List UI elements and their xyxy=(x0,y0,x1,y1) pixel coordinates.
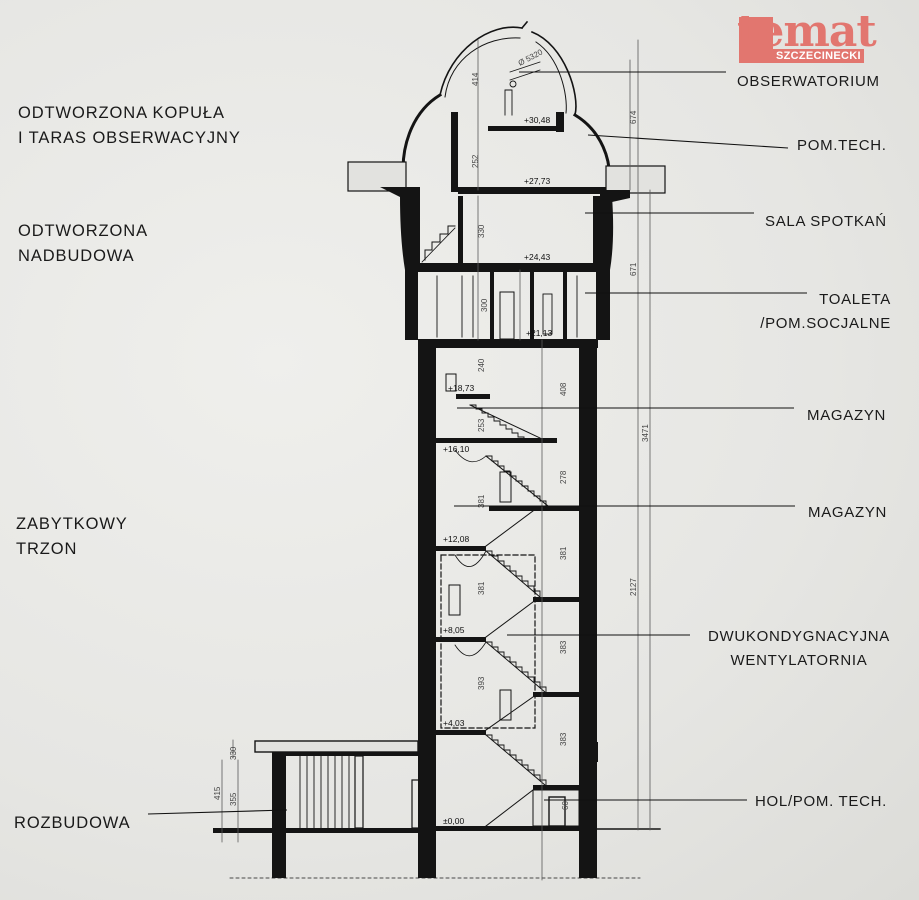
svg-text:393: 393 xyxy=(477,676,486,690)
temat-logo: temat SZCZECINECKI xyxy=(737,7,897,67)
elevation-marks: +30,48 +27,73 +24,43 +21,13 +18,73 +16,1… xyxy=(443,115,553,826)
logo-subtitle: SZCZECINECKI xyxy=(773,49,864,63)
elevation-000: ±0,00 xyxy=(443,816,464,826)
svg-text:674: 674 xyxy=(629,110,638,124)
svg-text:252: 252 xyxy=(471,154,480,168)
svg-text:278: 278 xyxy=(559,470,568,484)
elevation-1873: +18,73 xyxy=(448,383,475,393)
observation-terrace xyxy=(347,161,666,202)
dome xyxy=(401,20,611,192)
svg-text:Ø 5320: Ø 5320 xyxy=(517,47,545,68)
svg-text:3471: 3471 xyxy=(641,424,650,442)
label-shaft: ZABYTKOWY TRZON xyxy=(16,515,128,558)
label-observatory: OBSERWATORIUM xyxy=(737,73,880,90)
elevation-2773: +27,73 xyxy=(524,176,551,186)
svg-text:253: 253 xyxy=(477,418,486,432)
label-dome: ODTWORZONA KOPUŁA I TARAS OBSERWACYJNY xyxy=(18,104,241,147)
elevation-805: +8,05 xyxy=(443,625,465,635)
elevation-403: +4,03 xyxy=(443,718,465,728)
svg-text:408: 408 xyxy=(559,382,568,396)
svg-text:2127: 2127 xyxy=(629,578,638,596)
dimension-lines xyxy=(221,39,651,881)
svg-text:415: 415 xyxy=(213,786,222,800)
label-meeting-hall: SALA SPOTKAŃ xyxy=(765,213,887,230)
elevation-2443: +24,43 xyxy=(524,252,551,262)
svg-text:355: 355 xyxy=(229,792,238,806)
svg-text:381: 381 xyxy=(477,494,486,508)
svg-text:671: 671 xyxy=(629,262,638,276)
logo-mark xyxy=(739,17,773,63)
leader-tech-room xyxy=(587,134,789,149)
svg-text:383: 383 xyxy=(559,732,568,746)
logo-wordmark: temat xyxy=(737,6,877,57)
leader-extension xyxy=(147,809,288,815)
label-tech-room: POM.TECH. xyxy=(797,137,887,154)
label-hall: HOL/POM. TECH. xyxy=(755,793,888,810)
elevation-2113: +21,13 xyxy=(526,328,553,338)
elevation-1610: +16,10 xyxy=(443,444,470,454)
label-storage-lower: MAGAZYN xyxy=(808,504,888,521)
svg-text:60: 60 xyxy=(561,801,570,810)
label-storage-upper: MAGAZYN xyxy=(807,407,887,424)
svg-text:414: 414 xyxy=(471,72,480,86)
leader-lines xyxy=(147,71,807,815)
svg-text:330: 330 xyxy=(229,746,238,760)
label-superstructure: ODTWORZONA NADBUDOWA xyxy=(18,222,148,265)
svg-text:383: 383 xyxy=(559,640,568,654)
label-extension: ROZBUDOWA xyxy=(14,814,131,832)
svg-text:381: 381 xyxy=(559,546,568,560)
elevation-3048: +30,48 xyxy=(524,115,551,125)
label-ventilation: DWUKONDYGNACYJNA WENTYLATORNIA xyxy=(707,628,891,669)
label-toilets: TOALETA /POM.SOCJALNE xyxy=(760,291,891,332)
superstructure xyxy=(400,196,614,348)
elevation-1208: +12,08 xyxy=(443,534,470,544)
extension xyxy=(213,740,661,879)
svg-text:330: 330 xyxy=(477,224,486,238)
historic-shaft xyxy=(418,340,598,878)
svg-text:381: 381 xyxy=(477,581,486,595)
svg-text:300: 300 xyxy=(480,298,489,312)
svg-text:240: 240 xyxy=(477,358,486,372)
